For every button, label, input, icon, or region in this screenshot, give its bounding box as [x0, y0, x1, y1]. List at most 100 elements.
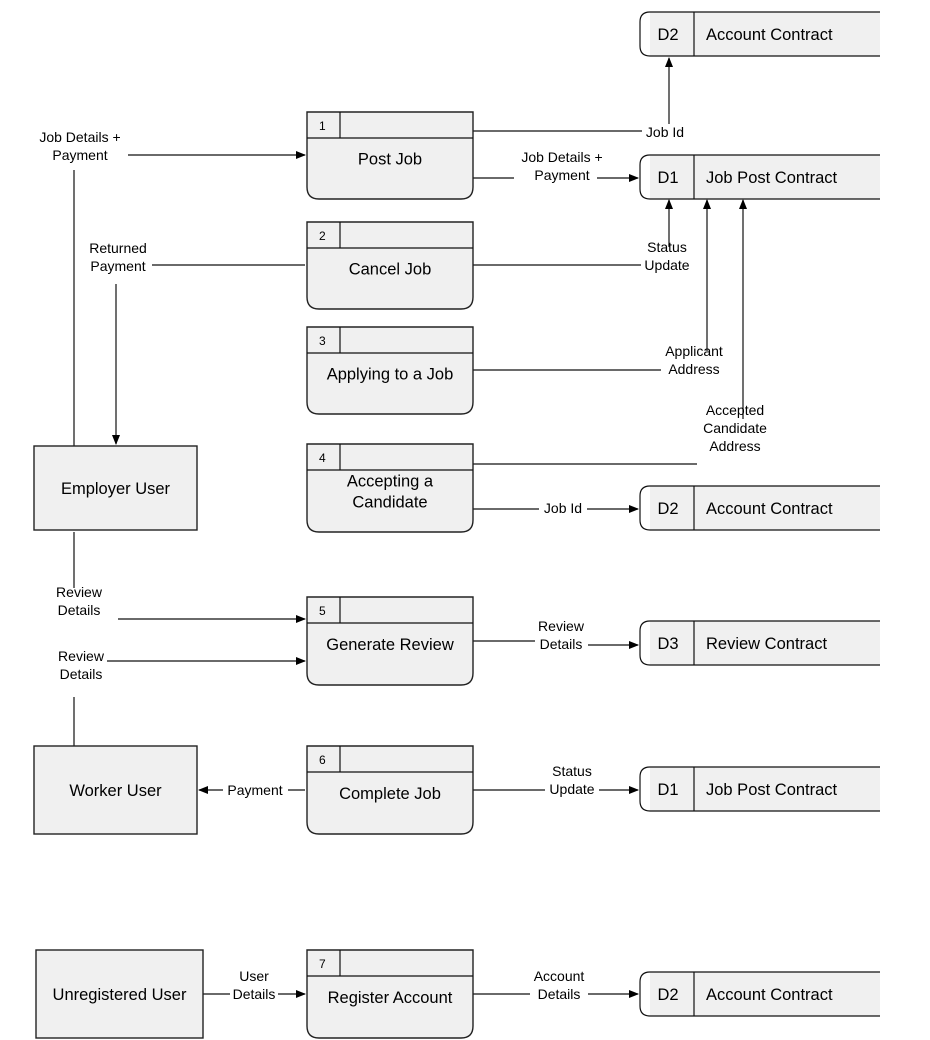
- flow-label-job-id-4: Job Id: [544, 500, 582, 516]
- entity-unregistered-user: Unregistered User: [35, 949, 204, 1039]
- store-name: Account Contract: [706, 500, 833, 518]
- flow-label-line: Review: [56, 584, 103, 600]
- flow-label-line: Review: [538, 618, 585, 634]
- process-name: Candidate: [352, 494, 427, 512]
- flow-label-line: Details: [538, 986, 581, 1002]
- store-name: Account Contract: [706, 986, 833, 1004]
- flow-label-job-id-1: Job Id: [646, 124, 684, 140]
- flow-label-job-details-payment-in: Job Details + Payment: [39, 129, 120, 163]
- process-name: Applying to a Job: [327, 366, 454, 384]
- store-name: Job Post Contract: [706, 781, 838, 799]
- flow-lines: [73, 57, 747, 998]
- store-shape: [639, 620, 651, 666]
- flow-label-line: Details: [540, 636, 583, 652]
- process-number: 6: [319, 753, 326, 767]
- flow-label-line: Job Details +: [39, 129, 120, 145]
- flow-label-line: Status: [647, 239, 687, 255]
- store-id: D1: [657, 781, 678, 799]
- store-id: D2: [657, 500, 678, 518]
- process-name: Cancel Job: [349, 261, 432, 279]
- flow-label-line: Payment: [90, 258, 145, 274]
- data-store-d3: D3 Review Contract: [639, 620, 880, 666]
- flow-label-line: Job Details +: [521, 149, 602, 165]
- process-name: Register Account: [328, 989, 453, 1007]
- flow-label-line: Details: [60, 666, 103, 682]
- data-store-d1: D1 Job Post Contract: [639, 766, 880, 812]
- data-store-d2: D2 Account Contract: [639, 485, 880, 531]
- process-name: Accepting a: [347, 473, 434, 491]
- flow-label-line: Status: [552, 763, 592, 779]
- store-name: Job Post Contract: [706, 169, 838, 187]
- flow-label-line: Applicant: [665, 343, 723, 359]
- flow-label-payment-to-worker: Payment: [227, 782, 282, 798]
- process-name: Generate Review: [326, 636, 454, 654]
- flow-label-line: Accepted: [706, 402, 764, 418]
- store-shape: [639, 154, 651, 200]
- store-shape: [639, 485, 651, 531]
- flow-label-line: Job Id: [646, 124, 684, 140]
- store-shape: [639, 766, 651, 812]
- flow-label-line: Payment: [534, 167, 589, 183]
- process-number: 5: [319, 604, 326, 618]
- flow-label-line: Payment: [227, 782, 282, 798]
- store-id: D1: [657, 169, 678, 187]
- data-store-d2: D2 Account Contract: [639, 971, 880, 1017]
- process-shape: [306, 326, 474, 415]
- flow-label-line: Details: [233, 986, 276, 1002]
- entity-label: Unregistered User: [53, 986, 187, 1004]
- data-store-d1: D1 Job Post Contract: [639, 154, 880, 200]
- flow-label-line: Payment: [52, 147, 107, 163]
- process-number: 7: [319, 957, 326, 971]
- process-name: Post Job: [358, 151, 422, 169]
- store-shape: [639, 971, 651, 1017]
- process-number: 2: [319, 229, 326, 243]
- store-id: D2: [657, 986, 678, 1004]
- process-shape: [306, 221, 474, 310]
- store-shape: [639, 11, 651, 57]
- flow-label-job-details-payment-d1: Job Details + Payment: [521, 149, 602, 183]
- store-id: D3: [657, 635, 678, 653]
- process-number: 4: [319, 451, 326, 465]
- data-store-d2: D2 Account Contract: [639, 11, 880, 57]
- entity-employer-user: Employer User: [33, 445, 198, 531]
- process-shape: [306, 111, 474, 200]
- entity-worker-user: Worker User: [33, 745, 198, 835]
- flow-label-line: User: [239, 968, 269, 984]
- process-number: 1: [319, 119, 326, 133]
- flow-label-line: Job Id: [544, 500, 582, 516]
- process-shape: [306, 949, 474, 1039]
- entity-label: Worker User: [69, 782, 162, 800]
- flow-label-line: Details: [58, 602, 101, 618]
- process-number: 3: [319, 334, 326, 348]
- flow-label-line: Returned: [89, 240, 147, 256]
- process-name: Complete Job: [339, 785, 441, 803]
- flow-label-line: Candidate: [703, 420, 767, 436]
- flow-label-line: Update: [644, 257, 689, 273]
- entity-label: Employer User: [61, 480, 171, 498]
- store-id: D2: [657, 26, 678, 44]
- store-name: Account Contract: [706, 26, 833, 44]
- flow-label-line: Update: [549, 781, 594, 797]
- store-name: Review Contract: [706, 635, 827, 653]
- process-shape: [306, 745, 474, 835]
- flow-label-line: Address: [709, 438, 760, 454]
